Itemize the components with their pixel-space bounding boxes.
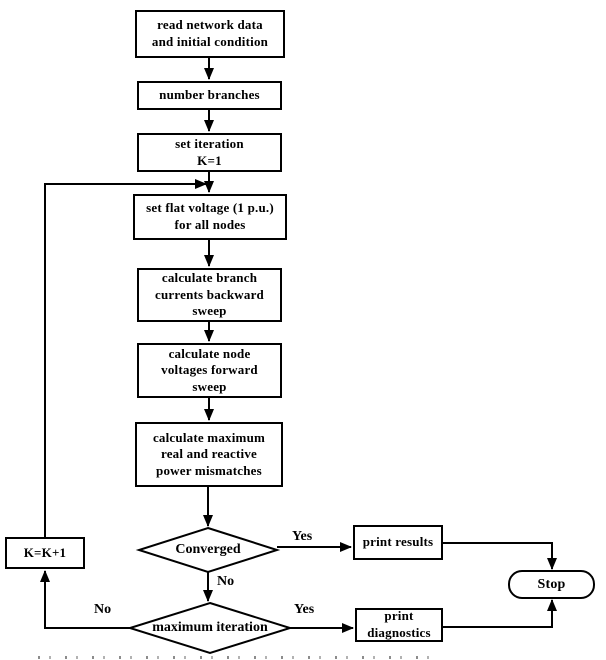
cropped-caption-artifact	[38, 656, 430, 659]
edge-label-converged-yes: Yes	[292, 529, 313, 544]
edge-maxiter-no	[40, 570, 130, 629]
edge-label-converged-no: No	[217, 574, 235, 589]
edge-results-to-stop	[443, 542, 557, 570]
process-number-branches: number branches	[137, 81, 282, 110]
process-print-results: print results	[353, 525, 443, 560]
process-calc-node-voltages: calculate node voltages forward sweep	[137, 343, 282, 398]
edge-label-max-iteration-no: No	[94, 602, 112, 617]
terminator-stop: Stop	[508, 570, 595, 599]
edge-label-max-iteration-yes: Yes	[294, 602, 315, 617]
converged-diamond	[135, 526, 281, 574]
process-set-iteration: set iteration K=1	[137, 133, 282, 172]
process-set-flat-voltage: set flat voltage (1 p.u.) for all nodes	[133, 194, 287, 240]
edge-diag-to-stop	[443, 599, 557, 628]
process-k-increment: K=K+1	[5, 537, 85, 569]
edge-kinc-loopback	[44, 179, 207, 537]
max-iteration-diamond	[126, 601, 294, 655]
process-read-network-data: read network data and initial condition	[135, 10, 285, 58]
process-calc-branch-currents: calculate branch currents backward sweep	[137, 268, 282, 322]
process-calc-mismatches: calculate maximum real and reactive powe…	[135, 422, 283, 487]
process-print-diagnostics: print diagnostics	[355, 608, 443, 642]
